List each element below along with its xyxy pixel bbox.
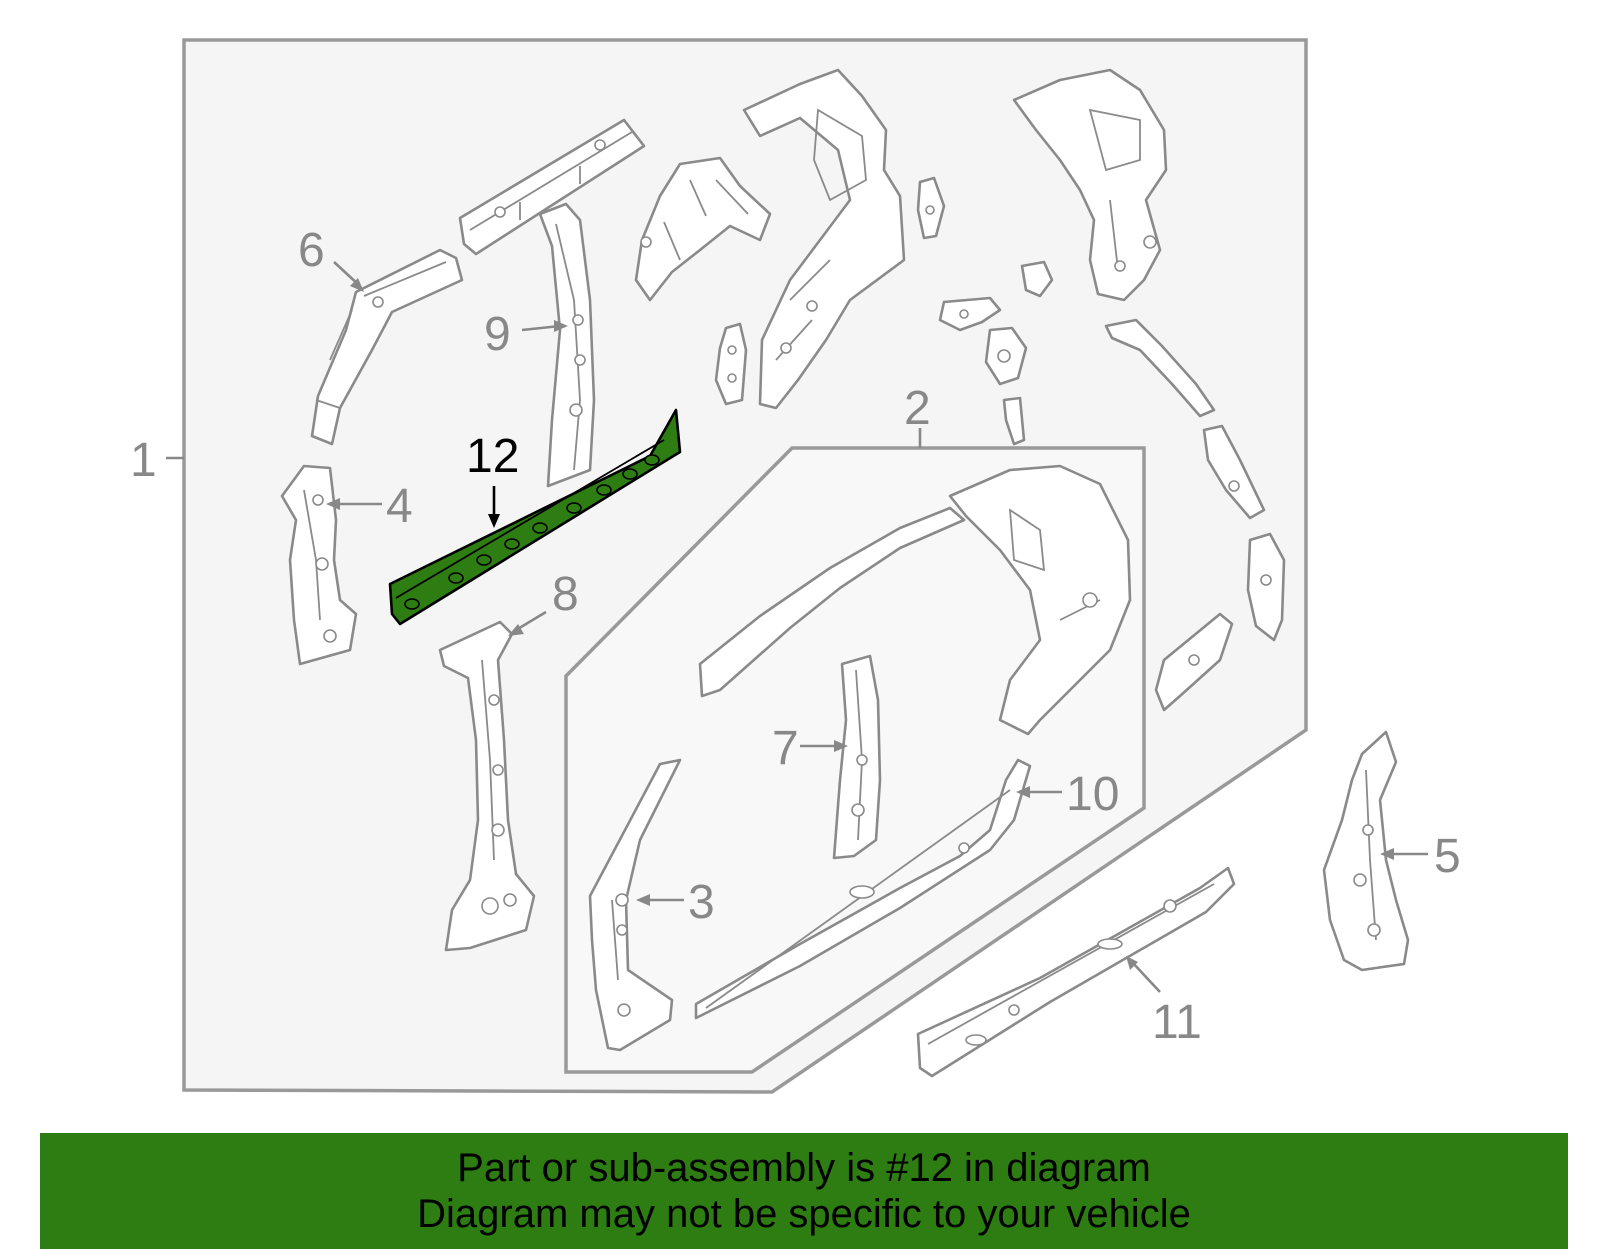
part-wheelhouse-inner[interactable]	[634, 156, 772, 302]
callout-3: 3	[688, 876, 715, 929]
part-rear-pillar-inner[interactable]	[1012, 68, 1168, 302]
part-3-front-pillar-outer[interactable]	[588, 758, 682, 1052]
leader-5	[1380, 848, 1428, 860]
part-2-body-side-outer[interactable]	[698, 464, 1132, 736]
callout-4: 4	[386, 480, 413, 533]
part-rear-rail-bracket[interactable]	[1104, 318, 1216, 418]
leader-8	[508, 610, 547, 636]
part-rear-bracket-2[interactable]	[1202, 424, 1266, 520]
callout-9: 9	[484, 308, 511, 361]
leader-12	[488, 486, 500, 528]
part-quarter-inner[interactable]	[742, 68, 906, 410]
part-rear-bracket-3[interactable]	[1246, 532, 1286, 642]
part-rear-bracket-4[interactable]	[1154, 612, 1234, 712]
parts-diagram: 1 2 3 4 5 6 7 8 9 10 11 12	[130, 38, 1461, 1094]
callout-10: 10	[1066, 768, 1119, 821]
banner-line-2: Diagram may not be specific to your vehi…	[417, 1192, 1191, 1236]
part-bracket-small-1[interactable]	[714, 322, 748, 406]
leader-10	[1016, 786, 1062, 798]
part-7-b-pillar-outer[interactable]	[832, 654, 882, 860]
part-10-rocker-outer[interactable]	[694, 758, 1032, 1020]
info-banner: Part or sub-assembly is #12 in diagram D…	[40, 1133, 1568, 1249]
callout-6: 6	[298, 224, 325, 277]
callout-5: 5	[1434, 830, 1461, 883]
callout-8: 8	[552, 568, 579, 621]
leader-7	[800, 740, 848, 752]
part-bracket-small-3[interactable]	[1020, 260, 1054, 298]
banner-line-1: Part or sub-assembly is #12 in diagram	[457, 1146, 1151, 1190]
part-9-b-pillar[interactable]	[538, 202, 596, 488]
callout-1: 1	[130, 434, 157, 487]
callout-7: 7	[772, 722, 799, 775]
part-bracket-small-4[interactable]	[938, 296, 1002, 332]
part-6-roof-rail[interactable]	[310, 248, 464, 446]
part-roof-side-rail[interactable]	[458, 118, 646, 256]
callout-2: 2	[904, 382, 931, 435]
part-4-hinge-pillar-inner[interactable]	[280, 464, 358, 666]
part-8-center-pillar[interactable]	[438, 620, 536, 952]
part-bracket-small-5[interactable]	[984, 326, 1028, 386]
leader-6	[333, 261, 364, 292]
part-5-lock-pillar[interactable]	[1322, 730, 1410, 972]
part-11-rocker-inner[interactable]	[916, 866, 1236, 1078]
callout-11: 11	[1152, 996, 1202, 1049]
part-bracket-small-2[interactable]	[916, 176, 946, 240]
leader-3	[636, 894, 684, 906]
part-12-rocker-reinforcement[interactable]	[388, 408, 682, 626]
leader-9	[521, 320, 568, 332]
part-bracket-small-6[interactable]	[1002, 396, 1026, 446]
callout-12: 12	[466, 430, 519, 483]
leader-4	[326, 498, 382, 510]
leader-11	[1126, 956, 1161, 993]
